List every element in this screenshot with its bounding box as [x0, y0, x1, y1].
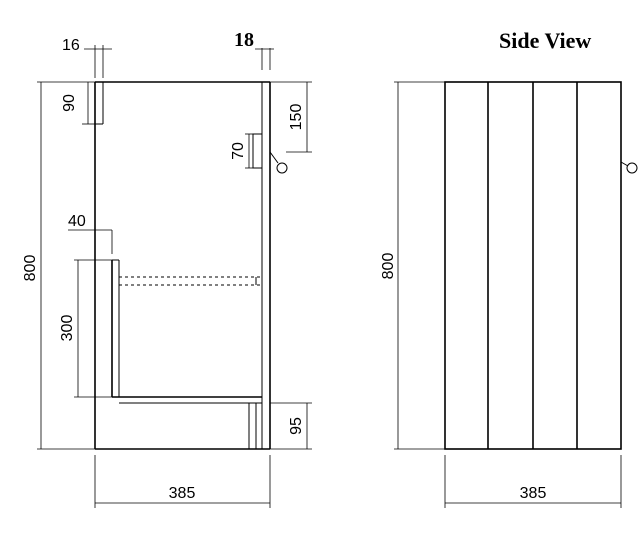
side-handle-knob-icon	[626, 162, 638, 174]
right-dimensions: 800 385	[380, 81, 622, 508]
dim-shelf-offset: 40	[68, 213, 86, 230]
dim-top-gap: 90	[61, 94, 78, 112]
dim-depth-right: 385	[520, 485, 547, 502]
dim-handle-offset: 150	[288, 104, 305, 131]
dim-shelf-height: 300	[59, 315, 76, 342]
right-side-view	[444, 81, 638, 450]
dim-handle-size: 70	[230, 142, 247, 160]
dim-door-thickness: 18	[234, 29, 254, 51]
dim-total-height-right: 800	[380, 253, 397, 280]
left-section-view	[94, 81, 288, 450]
handle-block	[252, 133, 263, 169]
handle-stem	[269, 151, 279, 164]
handle-knob-icon	[276, 162, 288, 174]
dim-plinth-height: 95	[288, 417, 305, 435]
dim-total-height-left: 800	[22, 255, 39, 282]
dim-top-thickness: 16	[62, 37, 80, 54]
dim-depth-left: 385	[169, 485, 196, 502]
side-handle-stem	[620, 161, 629, 167]
left-dimensions: 16 18 90 800 40 300 150 70	[22, 29, 312, 508]
side-view-title: Side View	[499, 28, 591, 53]
